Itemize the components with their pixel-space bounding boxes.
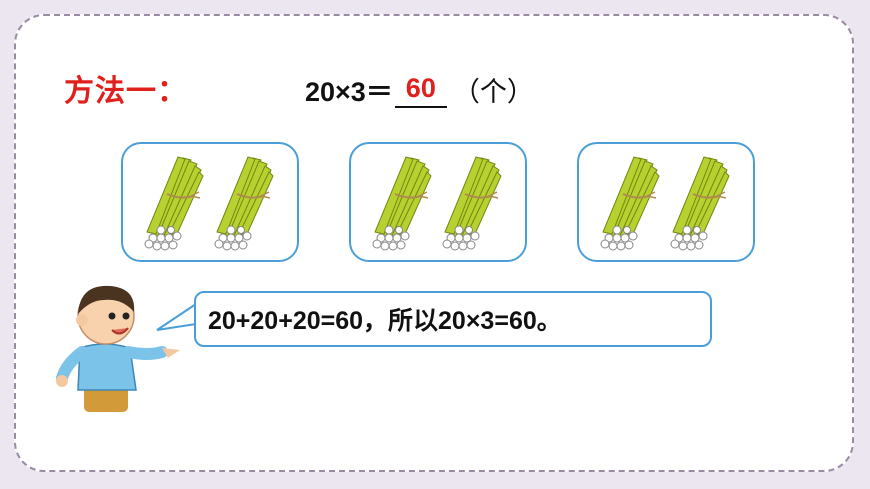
speech-bubble: 20+20+20=60，所以20×3=60。 [194, 291, 712, 347]
stick-bundle-icon [442, 156, 502, 251]
boy-character-icon [56, 285, 180, 412]
stick-bundle-icon [214, 156, 274, 251]
equation-expression: 20×3＝ [305, 77, 393, 107]
stick-bundle-icon [372, 156, 432, 251]
answer-blank: 60 [394, 74, 447, 108]
answer-value: 60 [405, 73, 436, 103]
equation: 20×3＝ 60 （个） [305, 70, 534, 109]
bundle-box-2 [349, 142, 527, 262]
speech-bubble-tail [156, 303, 199, 331]
bundle-box-1 [121, 142, 299, 262]
stick-bundle-icon [144, 156, 204, 251]
stick-bundle-icon [600, 156, 660, 251]
method-label: 方法一： [64, 75, 188, 108]
stick-bundle-icon [670, 156, 730, 251]
equation-unit: （个） [452, 77, 534, 107]
bundle-box-3 [577, 142, 755, 262]
speech-text: 20+20+20=60，所以20×3=60。 [208, 307, 562, 335]
